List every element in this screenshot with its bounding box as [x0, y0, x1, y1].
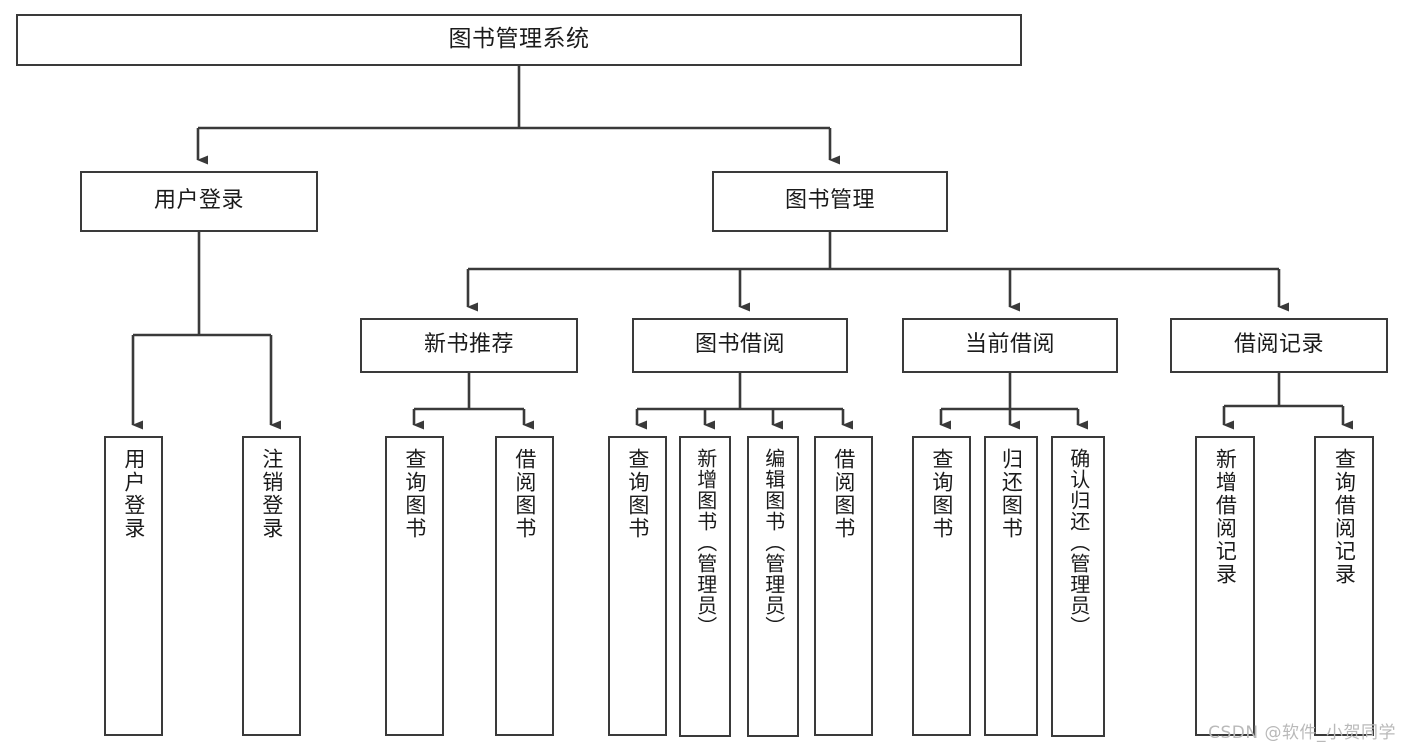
node-borrowing-records[interactable]: 借阅记录 [1170, 318, 1388, 373]
leaf-logout[interactable]: 注销登录 [242, 436, 301, 736]
leaf-add-borrowing-record[interactable]: 新增借阅记录 [1195, 436, 1255, 736]
node-label: 用户登录 [121, 448, 146, 540]
leaf-query-borrowing-record[interactable]: 查询借阅记录 [1314, 436, 1374, 736]
node-current-borrowing[interactable]: 当前借阅 [902, 318, 1118, 373]
node-label: 当前借阅 [964, 332, 1055, 358]
leaf-query-books-borrowing[interactable]: 查询图书 [608, 436, 667, 736]
node-user-login[interactable]: 用户登录 [80, 171, 318, 232]
node-label: 新增借阅记录 [1213, 448, 1238, 586]
node-label: 注销登录 [259, 448, 284, 540]
node-new-book-recommendation[interactable]: 新书推荐 [360, 318, 578, 373]
leaf-query-books-current[interactable]: 查询图书 [912, 436, 971, 736]
csdn-watermark: CSDN @软件_小贺同学 [1208, 723, 1396, 743]
node-label: 查询借阅记录 [1332, 448, 1357, 586]
node-book-borrowing[interactable]: 图书借阅 [632, 318, 848, 373]
node-label: 编辑图书（管理员） [761, 448, 786, 637]
leaf-confirm-return-admin[interactable]: 确认归还（管理员） [1051, 436, 1105, 737]
node-label: 借阅图书 [512, 448, 537, 540]
node-label: 查询图书 [625, 448, 650, 540]
leaf-borrow-books-borrowing[interactable]: 借阅图书 [814, 436, 873, 736]
leaf-return-books[interactable]: 归还图书 [984, 436, 1038, 736]
leaf-add-book-admin[interactable]: 新增图书（管理员） [679, 436, 731, 737]
node-root-library-management-system[interactable]: 图书管理系统 [16, 14, 1022, 66]
leaf-query-books-recommendation[interactable]: 查询图书 [385, 436, 444, 736]
node-book-management[interactable]: 图书管理 [712, 171, 948, 232]
node-label: 借阅图书 [831, 448, 856, 540]
node-label: 确认归还（管理员） [1066, 448, 1091, 637]
node-label: 图书管理 [784, 188, 875, 214]
leaf-user-login[interactable]: 用户登录 [104, 436, 163, 736]
node-label: 借阅记录 [1233, 332, 1324, 358]
node-label: 新增图书（管理员） [693, 448, 718, 637]
node-label: 新书推荐 [423, 332, 514, 358]
node-label: 查询图书 [929, 448, 954, 540]
node-label: 查询图书 [402, 448, 427, 540]
leaf-borrow-books-recommendation[interactable]: 借阅图书 [495, 436, 554, 736]
node-label: 用户登录 [153, 188, 244, 214]
node-label: 图书借阅 [694, 332, 785, 358]
node-label: 图书管理系统 [448, 26, 590, 53]
node-label: 归还图书 [999, 448, 1024, 540]
leaf-edit-book-admin[interactable]: 编辑图书（管理员） [747, 436, 799, 737]
